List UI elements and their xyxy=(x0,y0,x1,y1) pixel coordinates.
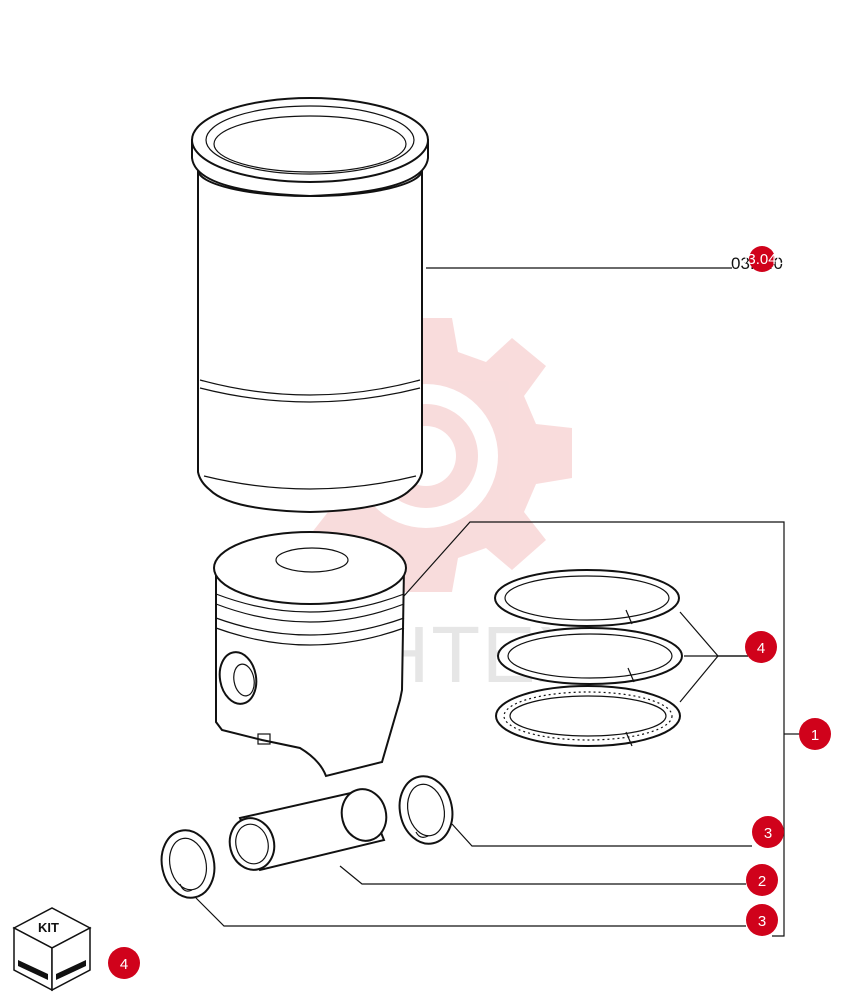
callout-kit[interactable]: 1 xyxy=(799,718,831,750)
piston-ring-top xyxy=(494,569,680,627)
cylinder-liner xyxy=(191,97,429,514)
svg-text:4: 4 xyxy=(120,956,128,973)
svg-text:3: 3 xyxy=(758,913,766,930)
piston-pin xyxy=(228,788,388,872)
leader-pin xyxy=(339,865,746,885)
kit-label: KIT xyxy=(38,920,59,935)
leader-circlip-left xyxy=(195,897,746,927)
callout-circlip-right[interactable]: 3 xyxy=(752,816,784,848)
circlip-right xyxy=(398,775,454,845)
callout-liner[interactable]: 03.040 xyxy=(739,246,785,272)
piston-ring-middle xyxy=(497,627,683,685)
piston xyxy=(213,531,407,778)
svg-text:2: 2 xyxy=(758,873,766,890)
svg-text:03.040: 03.040 xyxy=(739,251,785,268)
callout-kit-box[interactable]: 4 xyxy=(108,947,140,979)
svg-text:4: 4 xyxy=(757,640,765,657)
circlip-left xyxy=(160,829,216,899)
callout-rings[interactable]: 4 xyxy=(745,631,777,663)
kit-box-icon: KIT xyxy=(12,907,92,992)
svg-text:1: 1 xyxy=(811,727,819,744)
svg-text:3: 3 xyxy=(764,825,772,842)
piston-ring-oil xyxy=(495,685,681,747)
leader-rings-top xyxy=(679,611,748,657)
callout-circlip-left[interactable]: 3 xyxy=(746,904,778,936)
callout-pin[interactable]: 2 xyxy=(746,864,778,896)
leader-rings-bottom xyxy=(679,655,719,703)
leader-circlip-right xyxy=(451,823,752,847)
leader-kit-bracket xyxy=(403,521,785,937)
